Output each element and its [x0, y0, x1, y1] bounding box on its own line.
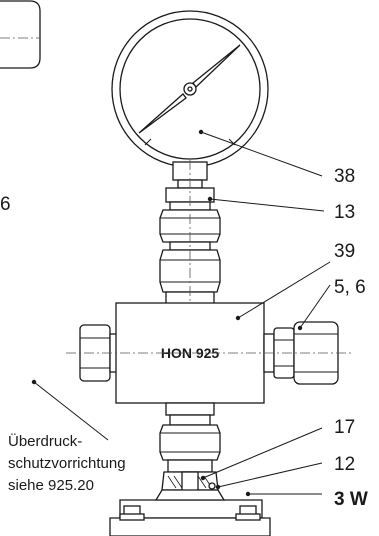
callout-valve-body: 39	[334, 241, 355, 262]
callout-fitting-upper: 13	[334, 202, 355, 223]
note-line-1: Überdruck-	[8, 432, 82, 450]
partial-frame-top-left	[0, 0, 41, 69]
overpressure-note: Überdruck- schutzvorrichtung siehe 925.2…	[8, 432, 126, 494]
gauge-needle	[138, 44, 241, 134]
note-line-2: schutzvorrichtung	[8, 455, 126, 472]
callout-side-connection: 5, 6	[334, 277, 366, 298]
callout-seal-upper: 17	[334, 417, 355, 438]
leader-lines	[31, 129, 331, 497]
callout-seal-lower: 12	[334, 454, 355, 475]
pressure-gauge	[111, 10, 269, 189]
callout-gauge: 38	[334, 166, 355, 187]
callout-base-valve: 3 W	[334, 489, 368, 510]
left-partial-label: 6	[0, 194, 11, 215]
note-line-3: siehe 925.20	[8, 477, 94, 494]
lower-fittings	[159, 402, 221, 461]
device-label: HON 925	[161, 345, 220, 361]
sectional-base-valve	[109, 459, 271, 536]
